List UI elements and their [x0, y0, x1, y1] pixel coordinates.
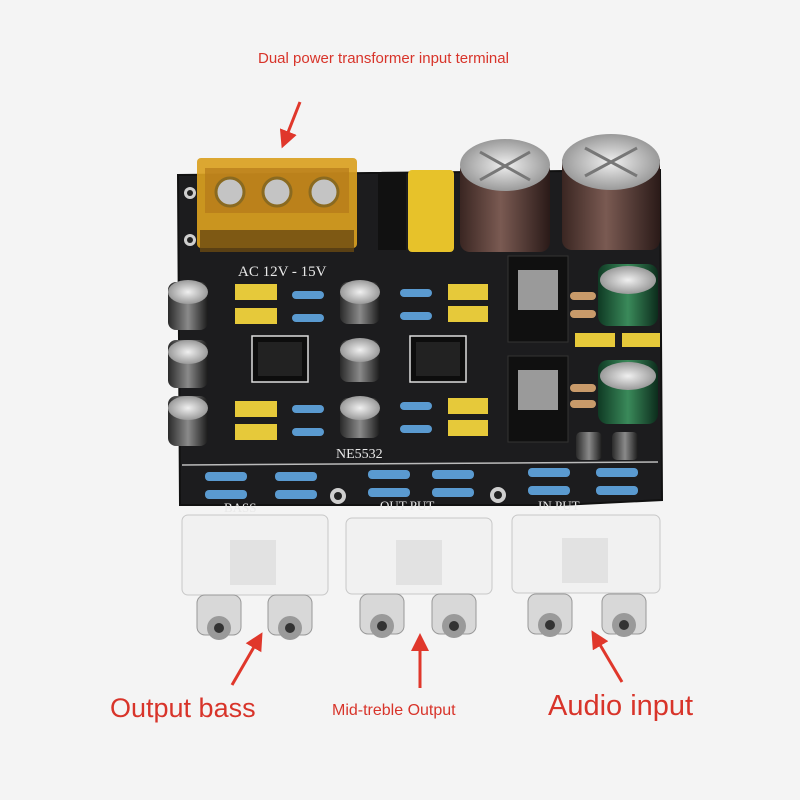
- silk-power-label: AC 12V - 15V: [238, 264, 327, 280]
- caption-mid-treble-output: Mid-treble Output: [332, 702, 456, 719]
- arrows: [230, 101, 624, 688]
- silk-input-label: IN PUT: [538, 498, 580, 513]
- small-capacitors: [168, 280, 638, 460]
- rca-block-bass: [181, 514, 329, 640]
- arrow-input: [591, 630, 624, 683]
- caption-audio-input: Audio input: [548, 690, 694, 722]
- big-capacitor-right: [562, 134, 660, 250]
- voltage-regulators: [507, 255, 569, 443]
- green-capacitors: [598, 264, 658, 424]
- rca-jacks: [181, 514, 661, 640]
- arrow-bass: [230, 632, 263, 686]
- caption-output-bass: Output bass: [110, 693, 256, 723]
- ic-chips: [251, 335, 467, 383]
- silk-output-label: OUT PUT: [380, 498, 434, 513]
- big-capacitor-left: [460, 139, 550, 252]
- rca-block-input: [511, 514, 661, 637]
- yellow-film-caps: [235, 284, 660, 440]
- terminal-block: [197, 158, 357, 252]
- silk-bass-label: BASS: [224, 500, 257, 515]
- film-capacitor: [408, 170, 454, 252]
- rca-block-output: [345, 517, 493, 638]
- silk-chip-label: NE5532: [336, 447, 383, 462]
- arrow-terminal: [279, 101, 302, 149]
- black-component: [378, 172, 406, 250]
- resistors: [205, 289, 638, 499]
- caption-transformer-terminal: Dual power transformer input terminal: [258, 50, 509, 67]
